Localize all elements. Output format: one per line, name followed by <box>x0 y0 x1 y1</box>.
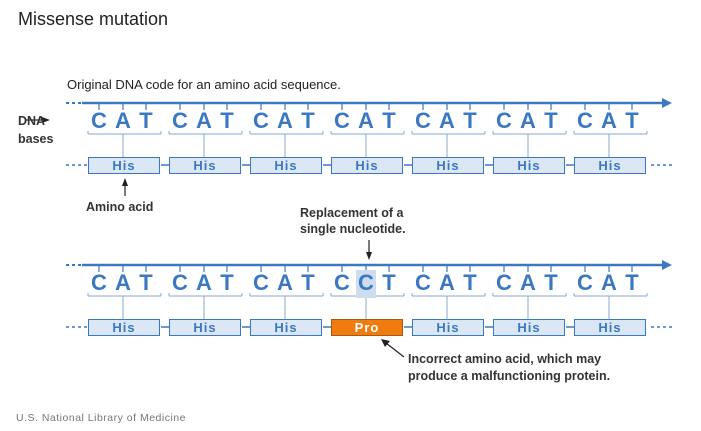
amino-acid-box: His <box>88 319 160 336</box>
diagram-title: Missense mutation <box>18 9 169 29</box>
amino-acid-box: His <box>412 157 484 174</box>
dna-base: C <box>253 108 269 133</box>
dna-base: C <box>577 270 593 295</box>
dna-base: C <box>91 270 107 295</box>
dna-base: A <box>520 270 536 295</box>
arrow-icon <box>381 339 390 347</box>
amino-acid-box: His <box>574 157 646 174</box>
amino-acid-box: Pro <box>331 319 403 336</box>
dna-base: T <box>382 270 396 295</box>
dna-base: A <box>115 108 131 133</box>
replacement-caption-1: Replacement of a <box>300 206 404 220</box>
amino-acid-box: His <box>169 157 241 174</box>
arrow-icon <box>122 178 128 186</box>
dna-base: T <box>220 270 234 295</box>
dna-base: C <box>172 270 188 295</box>
dna-base: C <box>91 108 107 133</box>
dna-base: T <box>544 270 558 295</box>
dna-base: T <box>625 108 639 133</box>
amino-acid-box: His <box>493 157 565 174</box>
amino-acid-box: His <box>331 157 403 174</box>
dna-base: A <box>439 108 455 133</box>
amino-acid-box: His <box>574 319 646 336</box>
amino-acid-box: His <box>412 319 484 336</box>
dna-base: T <box>544 108 558 133</box>
dna-base: C <box>415 270 431 295</box>
dna-base: A <box>277 270 293 295</box>
replacement-caption-2: single nucleotide. <box>300 222 406 236</box>
dna-base: A <box>601 270 617 295</box>
dna-base: T <box>382 108 396 133</box>
dna-base: T <box>301 108 315 133</box>
incorrect-caption-1: Incorrect amino acid, which may <box>408 352 602 366</box>
dna-base: C <box>577 108 593 133</box>
amino-acid-box: His <box>250 157 322 174</box>
amino-acid-label: Amino acid <box>86 200 154 214</box>
arrowhead-icon <box>662 98 672 108</box>
dna-base: A <box>196 108 212 133</box>
dna-base: C <box>334 108 350 133</box>
incorrect-caption-2: produce a malfunctioning protein. <box>408 369 611 383</box>
dna-base: A <box>439 270 455 295</box>
dna-base: T <box>625 270 639 295</box>
dna-base: C <box>496 270 512 295</box>
dna-base: T <box>463 270 477 295</box>
amino-acid-box: His <box>88 157 160 174</box>
dna-base: C <box>415 108 431 133</box>
dna-base: A <box>115 270 131 295</box>
amino-acid-box: His <box>169 319 241 336</box>
dna-base: A <box>358 108 374 133</box>
arrowhead-icon <box>662 260 672 270</box>
amino-acid-box: His <box>250 319 322 336</box>
dna-base: A <box>196 270 212 295</box>
dna-base: T <box>301 270 315 295</box>
dna-base: A <box>601 108 617 133</box>
dna-label: DNA <box>18 114 46 128</box>
dna-base: A <box>520 108 536 133</box>
dna-base: C <box>172 108 188 133</box>
dna-base: A <box>277 108 293 133</box>
dna-base: C <box>496 108 512 133</box>
arrow-icon <box>366 252 372 260</box>
dna-base: T <box>220 108 234 133</box>
original-caption: Original DNA code for an amino acid sequ… <box>67 77 341 92</box>
dna-base: T <box>463 108 477 133</box>
credit: U.S. National Library of Medicine <box>16 412 186 424</box>
bases-label: bases <box>18 132 54 146</box>
amino-acid-box: His <box>493 319 565 336</box>
dna-base: C <box>356 270 376 298</box>
arrow-icon <box>42 117 50 123</box>
dna-base: T <box>139 108 153 133</box>
line <box>385 342 405 358</box>
dna-base: C <box>253 270 269 295</box>
dna-base: C <box>334 270 350 295</box>
dna-base: T <box>139 270 153 295</box>
